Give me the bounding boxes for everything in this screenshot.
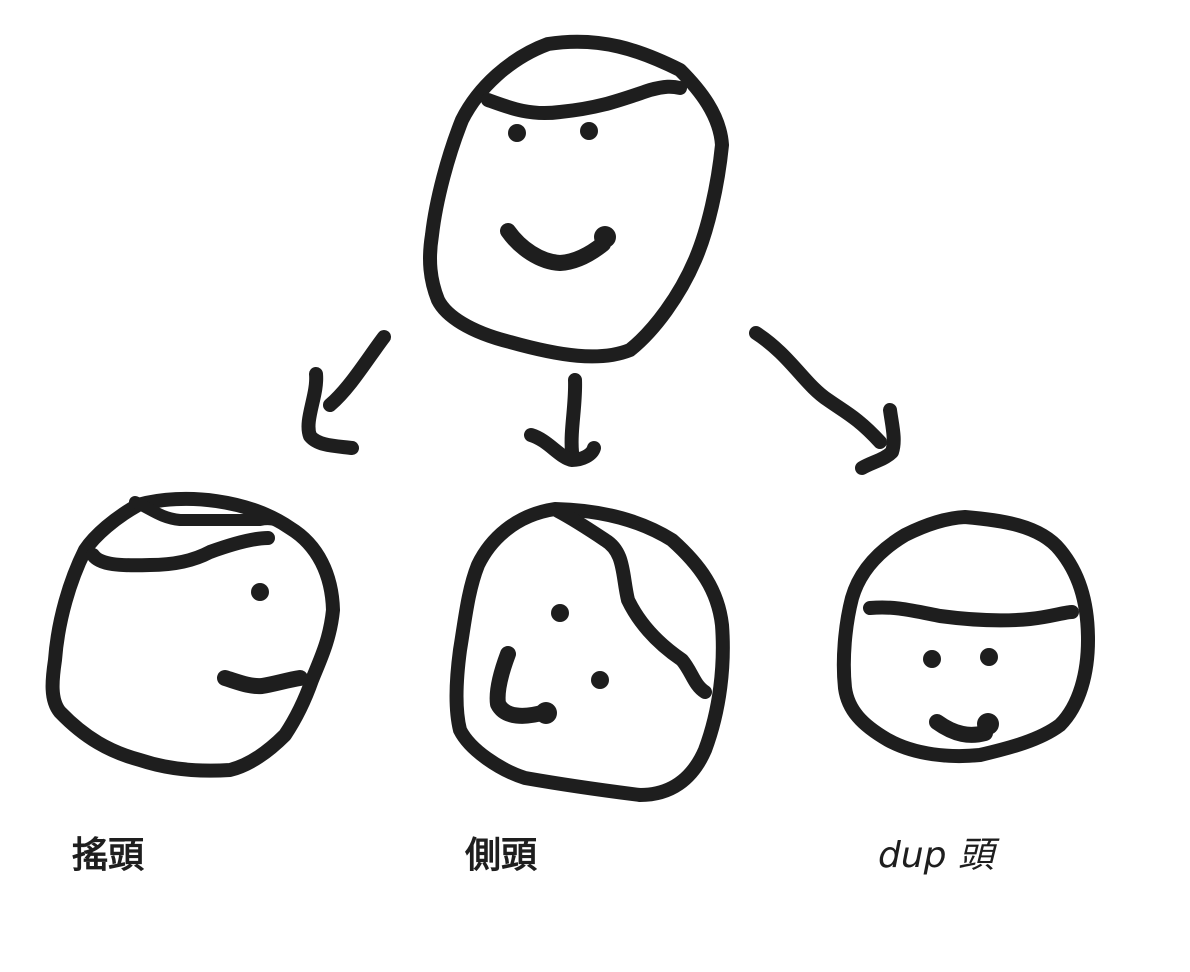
label-tilt-head: 側頭: [465, 835, 538, 876]
arrow-to-middle-head: [524, 373, 601, 467]
arrow-to-left-head: [301, 330, 391, 455]
head-turned-right-icon: [45, 491, 340, 778]
head-tilted-icon: [449, 502, 730, 802]
head-looking-down-icon: [836, 510, 1095, 764]
smiling-head-icon: [423, 34, 729, 364]
arrow-to-right-head: [749, 326, 901, 475]
label-dup-head: dup 頭: [878, 835, 994, 876]
label-shake-head: 搖頭: [72, 835, 145, 876]
